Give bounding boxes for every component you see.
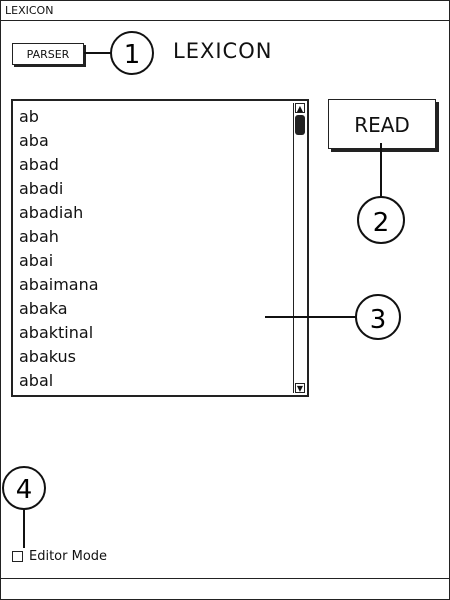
lexicon-list-items: ab aba abad abadi abadiah abah abai abai… bbox=[13, 105, 291, 395]
list-item[interactable]: abad bbox=[19, 155, 59, 174]
parser-button[interactable]: PARSER bbox=[12, 43, 84, 65]
scroll-thumb[interactable] bbox=[295, 115, 305, 135]
list-item[interactable]: abai bbox=[19, 251, 54, 270]
list-item[interactable]: abaimana bbox=[19, 275, 99, 294]
list-item[interactable]: abadi bbox=[19, 179, 64, 198]
scroll-up-arrow-icon[interactable]: ▲ bbox=[295, 103, 305, 113]
list-item[interactable]: abaktinal bbox=[19, 323, 94, 342]
list-item[interactable]: abah bbox=[19, 227, 59, 246]
lexicon-list[interactable]: ab aba abad abadi abadiah abah abai abai… bbox=[11, 99, 309, 397]
window-title: LEXICON bbox=[1, 1, 449, 21]
list-item[interactable]: abaka bbox=[19, 299, 68, 318]
editor-mode-checkbox[interactable] bbox=[12, 551, 23, 562]
list-item[interactable]: abadiah bbox=[19, 203, 84, 222]
editor-mode-label: Editor Mode bbox=[29, 549, 108, 564]
list-item[interactable]: aba bbox=[19, 131, 49, 150]
list-item[interactable]: ab bbox=[19, 107, 39, 126]
page-title: LEXICON bbox=[173, 39, 273, 63]
list-item[interactable]: abakus bbox=[19, 347, 77, 366]
read-button[interactable]: READ bbox=[328, 99, 436, 149]
list-scrollbar[interactable]: ▲ ▼ bbox=[293, 103, 305, 393]
editor-mode-toggle[interactable]: Editor Mode bbox=[12, 549, 107, 564]
list-item[interactable]: abal bbox=[19, 371, 54, 390]
status-bar bbox=[1, 578, 449, 599]
scroll-down-arrow-icon[interactable]: ▼ bbox=[295, 383, 305, 393]
